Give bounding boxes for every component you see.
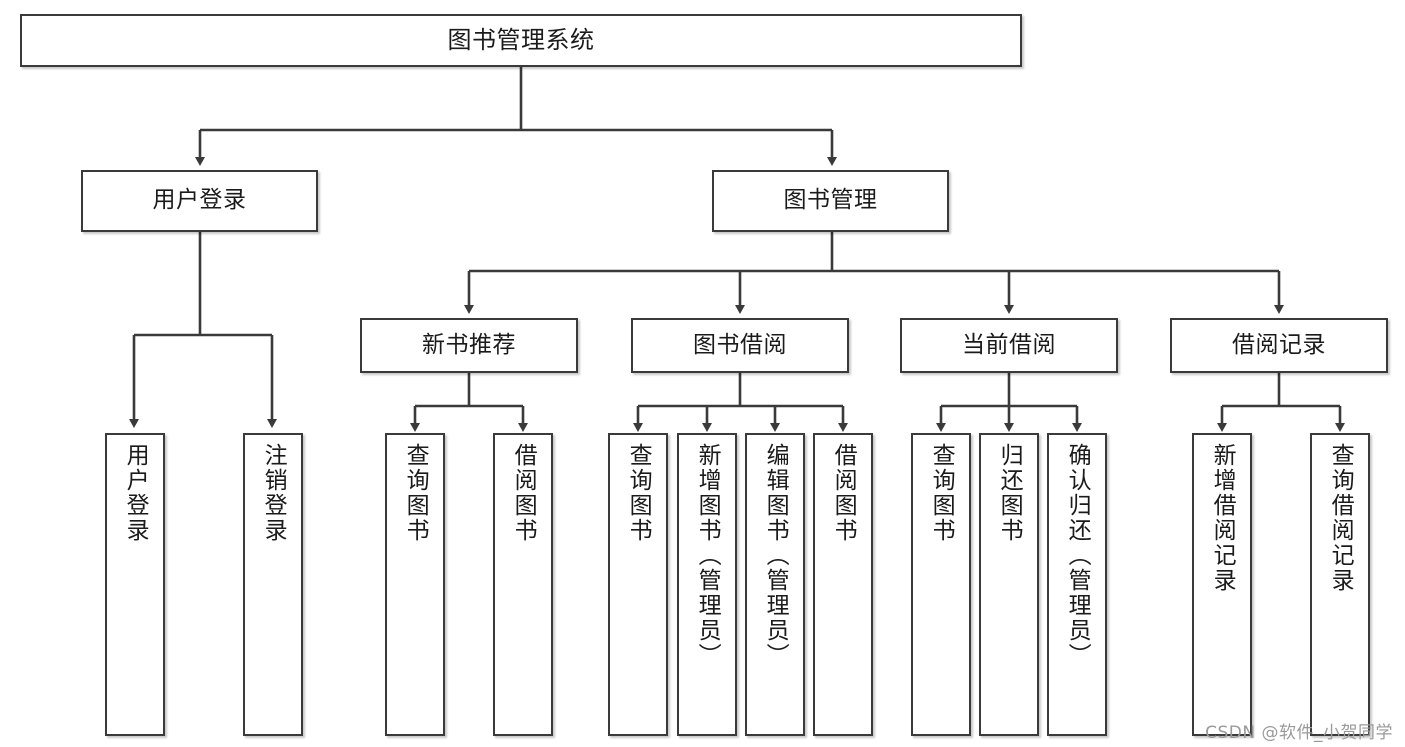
- node-new-book-recommend[interactable]: 新书推荐: [360, 318, 578, 373]
- node-label: 编辑图书（管理员）: [762, 443, 789, 668]
- node-label: 注销登录: [260, 443, 287, 543]
- leaf-add-borrow-record[interactable]: 新增借阅记录: [1192, 433, 1252, 736]
- node-book-manage[interactable]: 图书管理: [712, 170, 949, 232]
- node-label: 确认归还（管理员）: [1064, 443, 1091, 668]
- node-root-system[interactable]: 图书管理系统: [20, 14, 1022, 67]
- leaf-user-login[interactable]: 用户登录: [105, 433, 165, 736]
- leaf-query-book[interactable]: 查询图书: [608, 433, 668, 736]
- node-label: 当前借阅: [962, 331, 1056, 358]
- node-label: 查询图书: [625, 443, 652, 543]
- leaf-query-book-recommend[interactable]: 查询图书: [385, 433, 445, 736]
- node-label: 图书管理: [783, 187, 878, 214]
- node-label: 图书借阅: [693, 331, 787, 358]
- node-label: 用户登录: [152, 187, 247, 214]
- leaf-confirm-return-admin[interactable]: 确认归还（管理员）: [1047, 433, 1107, 736]
- leaf-add-book-admin[interactable]: 新增图书（管理员）: [677, 433, 737, 736]
- node-label: 借阅图书: [510, 443, 537, 543]
- watermark-text: CSDN @软件_小贺同学: [1205, 723, 1393, 743]
- node-label: 查询借阅记录: [1327, 443, 1354, 593]
- node-borrow-record[interactable]: 借阅记录: [1170, 318, 1388, 373]
- node-label: 用户登录: [122, 443, 149, 543]
- node-current-borrow[interactable]: 当前借阅: [900, 318, 1118, 373]
- node-label: 归还图书: [996, 443, 1023, 543]
- node-book-borrow[interactable]: 图书借阅: [631, 318, 849, 373]
- node-label: 新增借阅记录: [1209, 443, 1236, 593]
- leaf-query-book-current[interactable]: 查询图书: [911, 433, 971, 736]
- leaf-borrow-book[interactable]: 借阅图书: [813, 433, 873, 736]
- node-label: 查询图书: [402, 443, 429, 543]
- leaf-borrow-book-recommend[interactable]: 借阅图书: [493, 433, 553, 736]
- leaf-query-borrow-record[interactable]: 查询借阅记录: [1310, 433, 1370, 736]
- node-label: 新书推荐: [422, 331, 516, 358]
- leaf-edit-book-admin[interactable]: 编辑图书（管理员）: [745, 433, 805, 736]
- node-label: 借阅图书: [830, 443, 857, 543]
- node-label: 查询图书: [928, 443, 955, 543]
- leaf-return-book[interactable]: 归还图书: [979, 433, 1039, 736]
- node-user-login[interactable]: 用户登录: [81, 170, 318, 232]
- node-label: 借阅记录: [1232, 331, 1326, 358]
- node-label: 新增图书（管理员）: [694, 443, 721, 668]
- node-label: 图书管理系统: [447, 26, 595, 55]
- leaf-logout[interactable]: 注销登录: [243, 433, 303, 736]
